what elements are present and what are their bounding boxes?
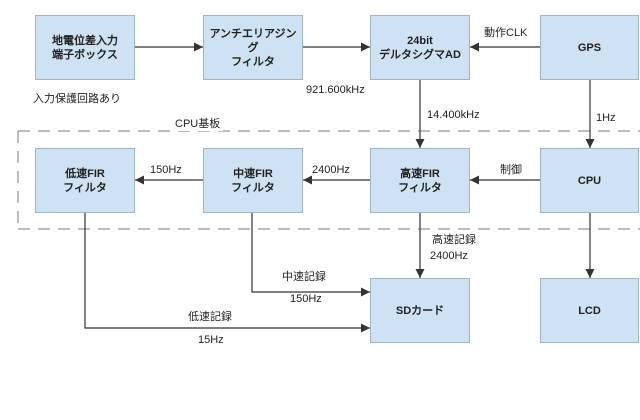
mid-record-label: 中速記録	[282, 271, 326, 283]
box-label-line: フィルタ	[63, 181, 107, 194]
box-label-line: デルタシグマAD	[379, 48, 461, 61]
ad-output-rate-label: 14.400kHz	[427, 109, 480, 121]
control-label: 制御	[500, 164, 522, 176]
cpu-board-label: CPU基板	[172, 118, 224, 131]
box-label-line: フィルタ	[231, 181, 275, 194]
box-label-line: アンチエリアジング	[209, 27, 297, 54]
gps-pps-label: 1Hz	[596, 112, 616, 124]
terminal-box: 地電位差入力 端子ボックス	[35, 15, 135, 80]
box-label-line: 地電位差入力	[52, 34, 118, 47]
box-label-line: LCD	[578, 304, 601, 317]
box-label-line: 高速FIR	[400, 167, 440, 180]
mid-to-low-rate-label: 150Hz	[150, 164, 182, 176]
cpu-box: CPU	[540, 148, 639, 213]
sd-card-box: SDカード	[370, 278, 470, 343]
input-protection-note: 入力保護回路あり	[33, 93, 121, 105]
gps-box: GPS	[540, 15, 639, 80]
box-label-line: 24bit	[407, 34, 433, 47]
arrow-low-fir-to-sd	[84, 212, 370, 333]
high-record-label: 高速記録	[432, 234, 476, 246]
delta-sigma-ad-box: 24bit デルタシグマAD	[370, 15, 470, 80]
box-label-line: 端子ボックス	[52, 48, 118, 61]
box-label-line: フィルタ	[231, 55, 275, 68]
antialias-filter-box: アンチエリアジング フィルタ	[203, 15, 303, 80]
high-fir-filter-box: 高速FIR フィルタ	[370, 148, 470, 213]
low-record-label: 低速記録	[188, 311, 232, 323]
box-label-line: SDカード	[395, 304, 445, 317]
box-label-line: CPU	[577, 174, 602, 187]
arrow-mid-fir-to-sd	[251, 212, 370, 297]
mid-record-rate-label: 150Hz	[290, 293, 322, 305]
box-label-line: GPS	[577, 41, 602, 54]
low-fir-filter-box: 低速FIR フィルタ	[35, 148, 135, 213]
lcd-box: LCD	[540, 278, 639, 343]
mid-fir-filter-box: 中速FIR フィルタ	[203, 148, 303, 213]
ad-sample-rate-label: 921.600kHz	[306, 84, 365, 96]
cpu-board-boundary	[17, 130, 640, 230]
box-label-line: 低速FIR	[65, 167, 105, 180]
box-label-line: 中速FIR	[233, 167, 273, 180]
high-record-rate-label: 2400Hz	[430, 250, 468, 262]
operating-clk-label: 動作CLK	[484, 27, 528, 39]
high-to-mid-rate-label: 2400Hz	[312, 164, 350, 176]
box-label-line: フィルタ	[398, 181, 442, 194]
low-record-rate-label: 15Hz	[198, 334, 224, 346]
